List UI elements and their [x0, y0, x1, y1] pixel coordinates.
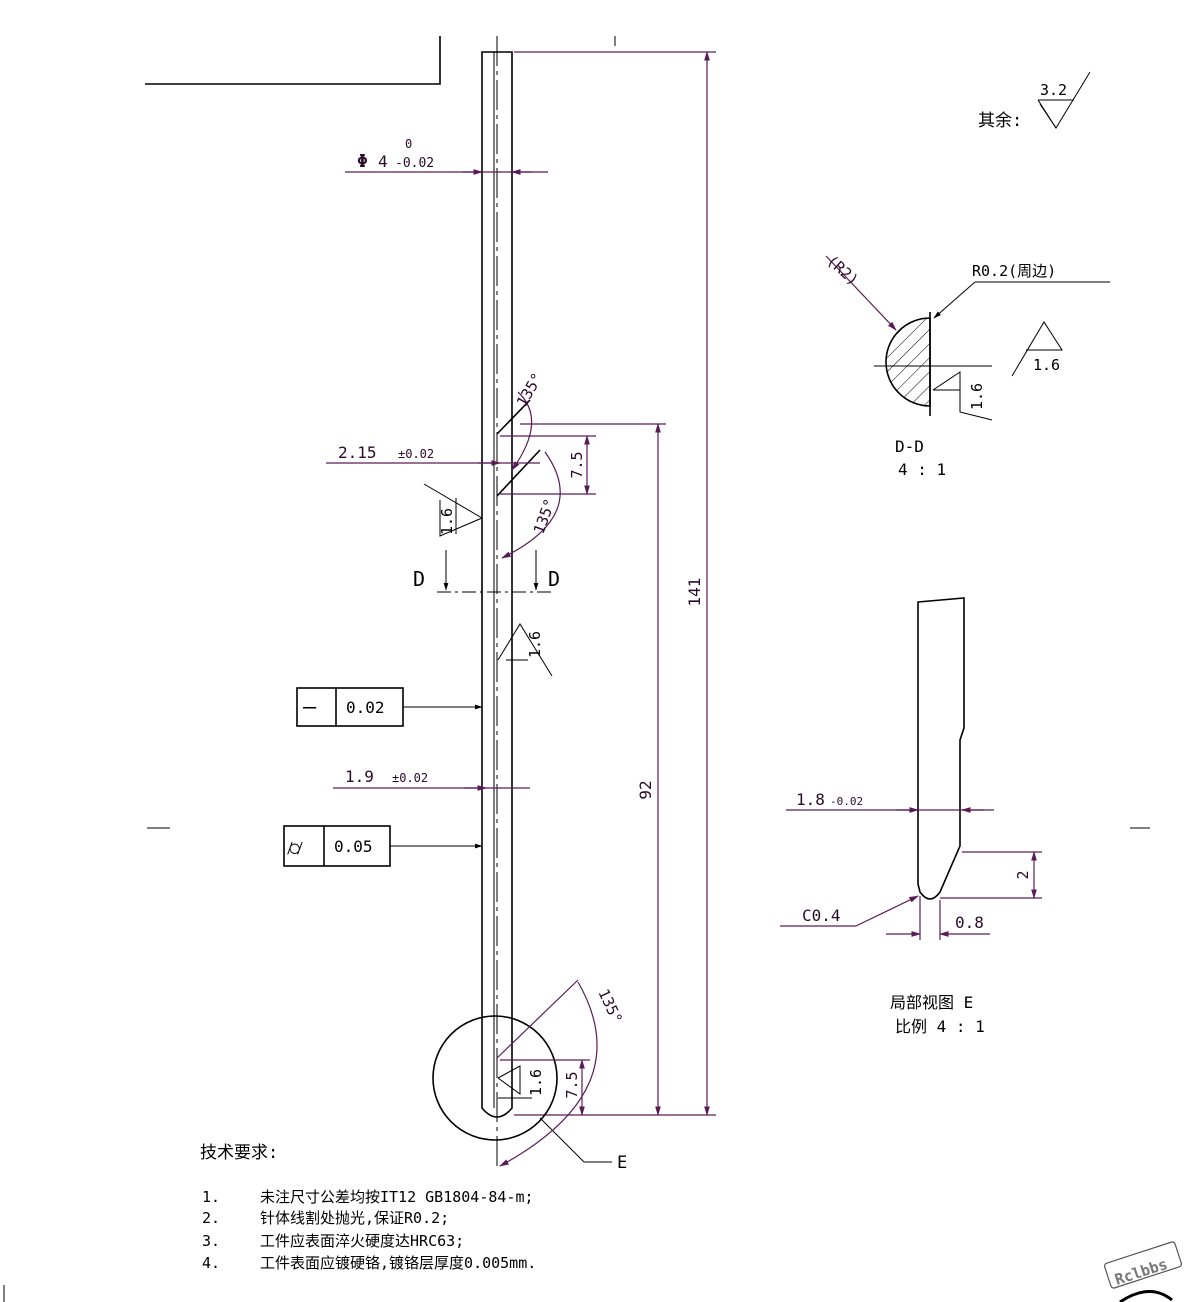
- roughness-mark-1: 1.6: [423, 483, 484, 537]
- length-92-value: 92: [636, 780, 655, 799]
- detail-title: 局部视图 E: [890, 993, 973, 1012]
- tech-item-num-2: 2.: [202, 1209, 220, 1227]
- gdt-frame-cylindricity: ⌭ 0.05: [283, 825, 483, 867]
- tech-item-num-3: 3.: [202, 1232, 220, 1250]
- diameter-upper: 0: [405, 137, 412, 151]
- detail-chamfer-value: C0.4: [802, 906, 841, 925]
- frame-lines: [3, 36, 1150, 1302]
- section-roughness-1: 1.6: [1033, 356, 1060, 374]
- chamfer-75-upper-value: 7.5: [568, 451, 586, 478]
- roughness-mark-2: 1.6: [497, 623, 553, 677]
- angle-135-a-value: 135°: [513, 370, 547, 410]
- diameter-dimension: Φ 4 0 -0.02: [345, 137, 548, 175]
- angle-135-b-value: 135°: [530, 496, 559, 536]
- tech-item-num-1: 1.: [202, 1188, 220, 1206]
- roughness-mark-3-value: 1.6: [527, 1069, 545, 1096]
- detail-width-value: 1.8: [796, 790, 825, 809]
- detail-e-callout: E 135° 7.5 1.6: [432, 979, 627, 1173]
- tech-item-text-1: 未注尺寸公差均按IT12 GB1804-84-m;: [260, 1188, 534, 1206]
- width-215-dimension: 2.15 ±0.02: [326, 443, 540, 466]
- section-d-marks: D D: [413, 550, 560, 591]
- gdt-2-symbol: ⌭: [287, 836, 303, 861]
- width-19-value: 1.9: [345, 767, 374, 786]
- section-radius-label: (R2): [823, 252, 862, 290]
- watermark-logo: Rclbbs: [1103, 1241, 1183, 1302]
- section-d-right: D: [548, 567, 560, 591]
- tech-item-text-4: 工件表面应镀硬铬,镀铬层厚度0.005mm.: [260, 1254, 536, 1272]
- diameter-symbol: Φ: [357, 151, 368, 172]
- detail-height-value: 2: [1014, 870, 1032, 879]
- length-141-value: 141: [685, 578, 704, 607]
- detail-e-label: E: [617, 1153, 627, 1173]
- length-141-dimension: 141: [514, 51, 716, 1116]
- angle-135-c-value: 135°: [594, 986, 626, 1026]
- section-dd-view: (R2) R0.2(周边) 1.6 1.6 D-D 4 : 1: [823, 252, 1110, 479]
- detail-scale: 比例 4 : 1: [895, 1017, 985, 1036]
- length-92-dimension: 92: [520, 423, 666, 1116]
- width-19-tol: ±0.02: [392, 771, 428, 785]
- gdt-1-symbol: —: [303, 695, 317, 720]
- width-19-dimension: 1.9 ±0.02: [333, 767, 530, 791]
- section-scale: 4 : 1: [898, 460, 946, 479]
- chamfer-75-lower-value: 7.5: [563, 1071, 581, 1098]
- section-edge-radius: R0.2(周边): [972, 262, 1056, 280]
- tech-requirements: 技术要求: 1. 未注尺寸公差均按IT12 GB1804-84-m; 2. 针体…: [200, 1143, 536, 1272]
- general-roughness-label: 其余:: [978, 111, 1022, 131]
- tech-requirements-title: 技术要求:: [200, 1143, 278, 1163]
- roughness-mark-2-value: 1.6: [526, 631, 544, 658]
- detail-e-view: 1.8 -0.02 2 C0.4 0.8 局部视图 E 比例 4 : 1: [780, 597, 1042, 1036]
- diameter-nominal: 4: [378, 152, 388, 171]
- general-roughness: 其余: 3.2: [978, 71, 1091, 131]
- detail-offset-value: 0.8: [955, 913, 984, 932]
- section-roughness-2: 1.6: [968, 383, 986, 410]
- width-215-value: 2.15: [338, 443, 377, 462]
- section-title: D-D: [895, 437, 924, 456]
- general-roughness-value: 3.2: [1040, 81, 1067, 99]
- tech-item-num-4: 4.: [202, 1254, 220, 1272]
- angle-135-upper: 135° 135°: [501, 370, 561, 559]
- gdt-frame-straightness: — 0.02: [296, 687, 483, 727]
- width-215-tol: ±0.02: [398, 447, 434, 461]
- diameter-lower: -0.02: [395, 156, 434, 171]
- detail-width-tol: -0.02: [830, 795, 863, 808]
- tech-item-text-3: 工件应表面淬火硬度达HRC63;: [260, 1232, 464, 1250]
- chamfer-75-upper-dimension: 7.5: [500, 435, 596, 495]
- roughness-mark-1-value: 1.6: [438, 508, 456, 535]
- gdt-1-value: 0.02: [346, 698, 385, 717]
- gdt-2-value: 0.05: [334, 837, 373, 856]
- tech-item-text-2: 针体线割处抛光,保证R0.2;: [260, 1209, 449, 1227]
- section-d-left: D: [413, 567, 425, 591]
- pin-main-view: [437, 36, 555, 1170]
